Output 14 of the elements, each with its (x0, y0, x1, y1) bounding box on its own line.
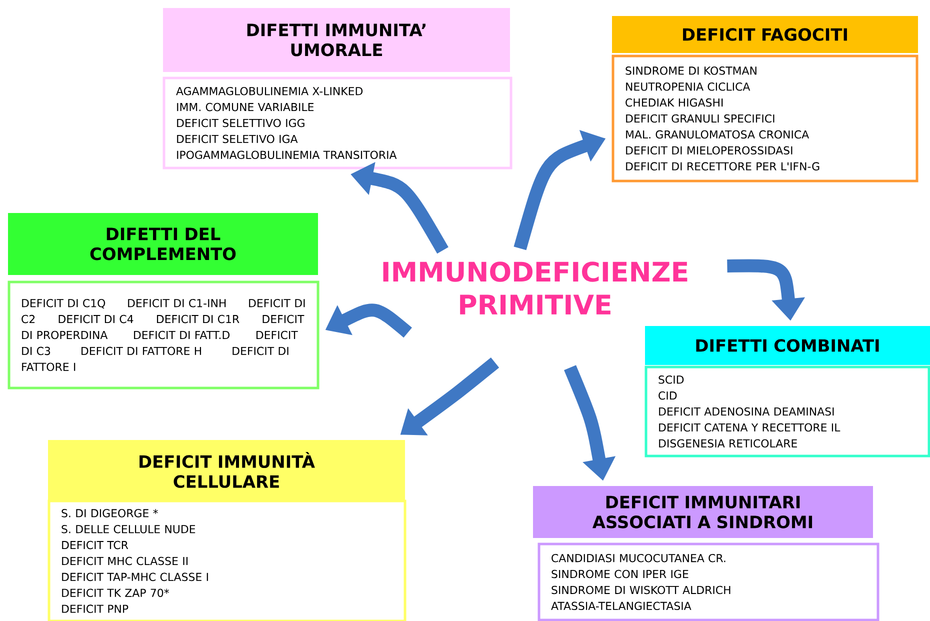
list-box: SCID CID DEFICIT ADENOSINA DEAMINASI DEFICIT CATENA Y RECETTORE IL DISGENESIA RETICOLARE (644, 366, 930, 458)
heading-box: DIFETTI IMMUNITA’ UMORALE (163, 8, 510, 72)
heading-box: DEFICIT IMMUNITÀ CELLULARE (48, 440, 405, 500)
heading-box: DEFICIT FAGOCITI (612, 16, 918, 53)
node-label: DEFICIT IMMUNITÀ CELLULARE (140, 452, 315, 488)
heading-box: DIFETTI DEL COMPLEMENTO (8, 213, 318, 275)
list-box: DEFICIT DI C1Q DEFICIT DI C1-INH DEFICIT DI C2 DEFICIT DI C4 DEFICIT DI C1R DEFICIT DI PROPERDINA DEFICIT DI FATT.D DEFICIT DI C3 DEFICIT DI FATTORE H DEFICIT DI FATTORE I (8, 280, 320, 390)
title-text: IMMUNODEFICIENZE PRIMITIVE (383, 262, 688, 314)
list-box: S. DI DIGEORGE * S. DELLE CELLULE NUDE DEFICIT TCR DEFICIT MHC CLASSE II DEFICIT TAP-MHC CLASSE I DEFICIT TK ZAP 70* DEFICIT PNP (48, 500, 406, 621)
list-box: AGAMMAGLOBULINEMIA X-LINKED IMM. COMUNE VARIABILE DEFICIT SELETTIVO IGG DEFICIT SELETIVO IGA IPOGAMMAGLOBULINEMIA TRANSITORIA (162, 76, 512, 170)
heading-box: DEFICIT IMMUNITARI ASSOCIATI A SINDROMI (533, 486, 873, 538)
heading-box: DIFETTI COMBINATI (645, 326, 930, 365)
list-box: SINDROME DI KOSTMAN NEUTROPENIA CICLICA CHEDIAK HIGASHI DEFICIT GRANULI SPECIFICI MAL. GRANULOMATOSA CRONICA DEFICIT DI MIELOPEROSSIDASI DEFICIT DI RECETTORE PER L'IFN-G (612, 54, 918, 182)
list-box: CANDIDIASI MUCOCUTANEA CR. SINDROME CON IPER IGE SINDROME DI WISKOTT ALDRICH ATASSIA-TELANGIECTASIA (538, 542, 880, 621)
